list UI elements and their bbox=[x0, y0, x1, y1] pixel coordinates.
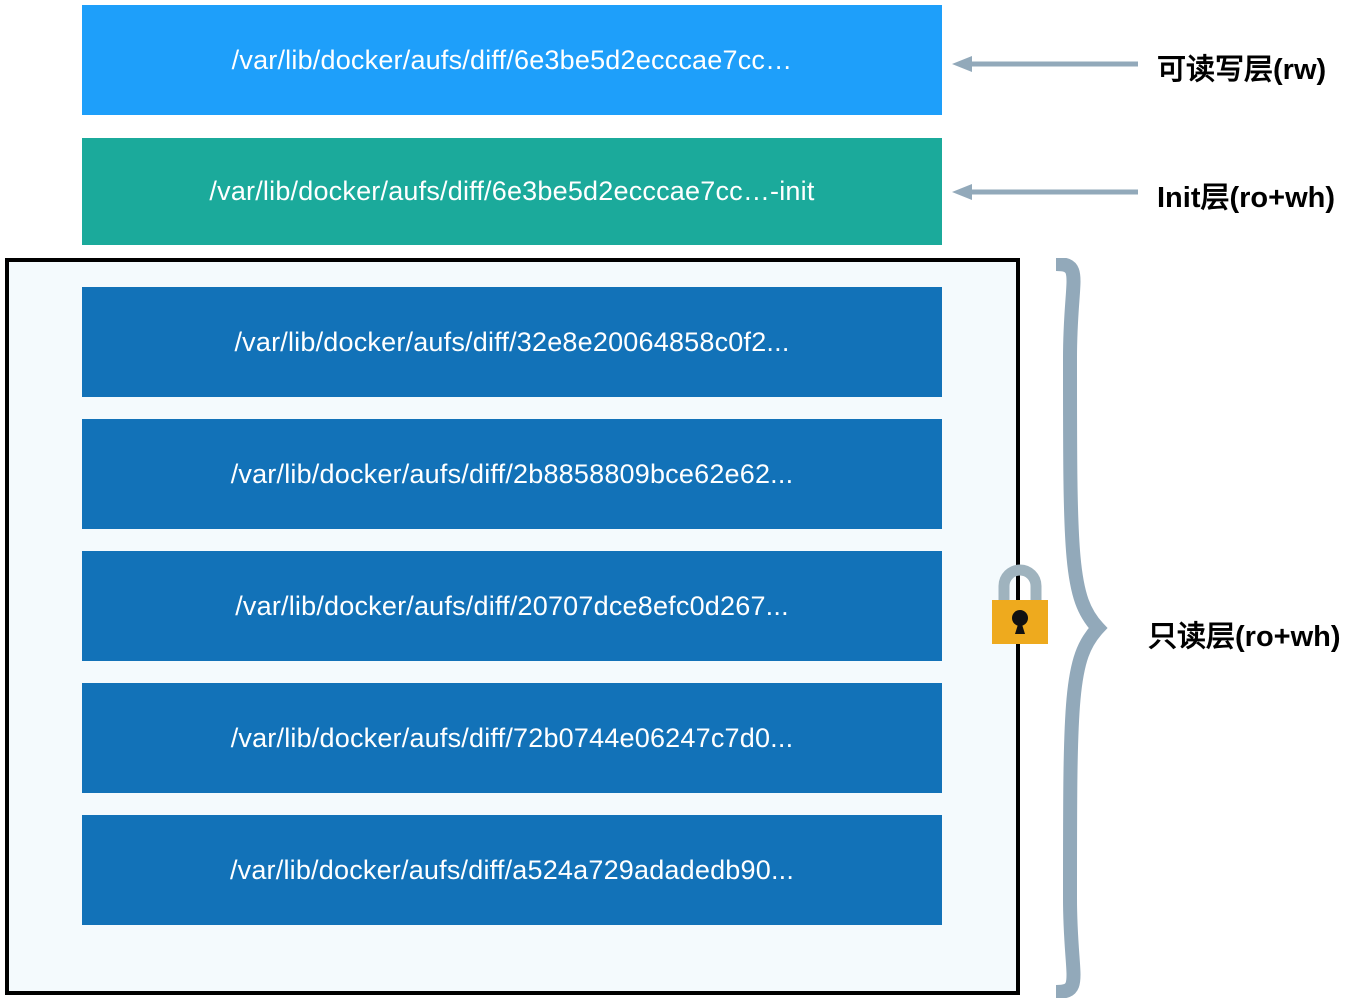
init-layer-bar: /var/lib/docker/aufs/diff/6e3be5d2ecccae… bbox=[82, 138, 942, 245]
read-only-layer-path: /var/lib/docker/aufs/diff/20707dce8efc0d… bbox=[235, 590, 789, 621]
read-only-layer-bar: /var/lib/docker/aufs/diff/72b0744e06247c… bbox=[82, 683, 942, 793]
right-curly-brace-icon bbox=[1055, 258, 1108, 998]
read-only-layer-bar: /var/lib/docker/aufs/diff/20707dce8efc0d… bbox=[82, 551, 942, 661]
read-only-layer-bar: /var/lib/docker/aufs/diff/32e8e20064858c… bbox=[82, 287, 942, 397]
init-layer-path: /var/lib/docker/aufs/diff/6e3be5d2ecccae… bbox=[209, 176, 815, 206]
lock-icon bbox=[992, 564, 1048, 644]
read-only-layer-path: /var/lib/docker/aufs/diff/72b0744e06247c… bbox=[230, 722, 794, 753]
read-only-layer-path: /var/lib/docker/aufs/diff/32e8e20064858c… bbox=[234, 326, 790, 357]
read-only-layer-bar: /var/lib/docker/aufs/diff/2b8858809bce62… bbox=[82, 419, 942, 529]
read-only-group-label: 只读层(ro+wh) bbox=[1148, 621, 1341, 653]
read-only-layer-path: /var/lib/docker/aufs/diff/a524a729adaded… bbox=[229, 854, 795, 885]
read-only-layer-bar: /var/lib/docker/aufs/diff/a524a729adaded… bbox=[82, 815, 942, 925]
read-write-layer-path: /var/lib/docker/aufs/diff/6e3be5d2ecccae… bbox=[231, 44, 793, 75]
read-write-layer-bar: /var/lib/docker/aufs/diff/6e3be5d2ecccae… bbox=[82, 5, 942, 115]
read-only-layer-path: /var/lib/docker/aufs/diff/2b8858809bce62… bbox=[230, 458, 794, 489]
left-arrow-icon bbox=[952, 184, 1138, 200]
init-layer-label: Init层(ro+wh) bbox=[1157, 182, 1336, 214]
left-arrow-icon bbox=[952, 56, 1138, 72]
read-write-layer-label: 可读写层(rw) bbox=[1157, 54, 1327, 86]
